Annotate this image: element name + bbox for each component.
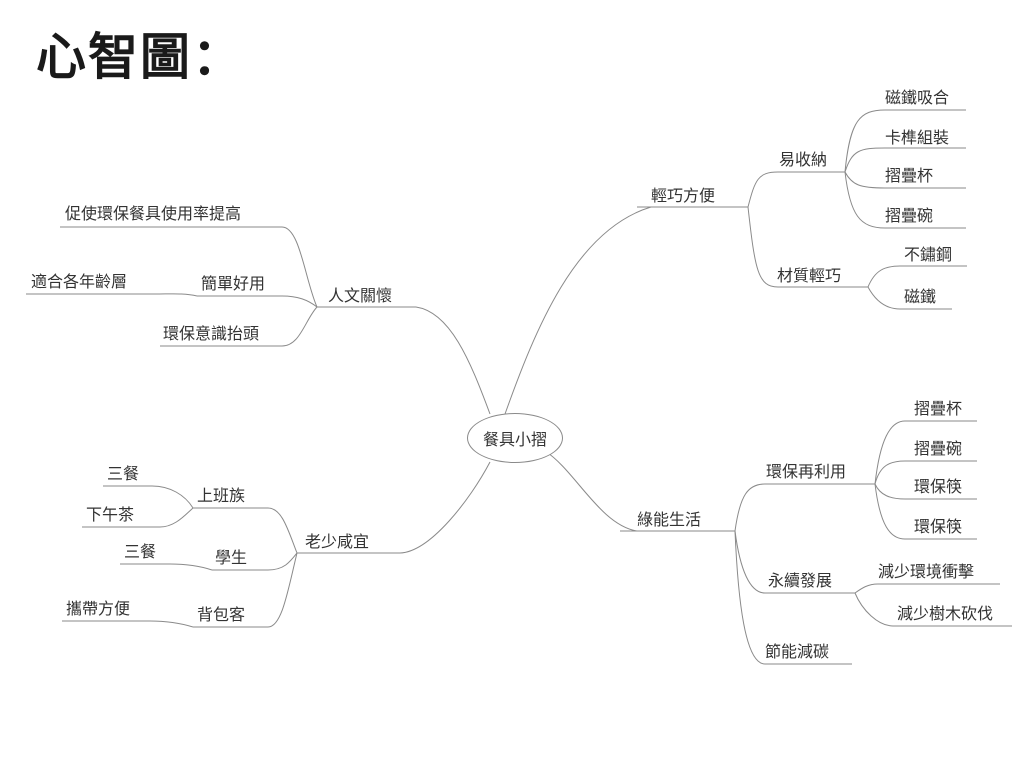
connector-line <box>844 171 966 189</box>
sub-label-awareness: 環保意識抬頭 <box>163 324 260 343</box>
leaf-label: 三餐 <box>124 542 157 561</box>
leaf-label: 摺疊杯 <box>885 166 934 185</box>
connector-line <box>867 265 967 288</box>
connector-line <box>734 483 766 532</box>
leaf-label: 卡榫組裝 <box>885 128 950 147</box>
connector-line <box>160 306 318 347</box>
leaf-label: 摺疊碗 <box>914 439 963 458</box>
connector-line <box>844 171 966 229</box>
connector-line <box>747 206 779 288</box>
connector-line <box>62 620 194 628</box>
connector-line <box>193 552 298 628</box>
sub-label-backpacker: 背包客 <box>197 605 246 624</box>
page-title: 心智圖： <box>36 28 244 86</box>
leaf-label: 減少環境衝擊 <box>878 562 975 581</box>
sub-label-easy-storage: 易收納 <box>779 150 828 169</box>
leaf-label: 適合各年齡層 <box>31 272 128 291</box>
leaf-label: 磁鐵 <box>904 287 937 306</box>
connector-line <box>854 583 1000 594</box>
branch-label-light-convenient: 輕巧方便 <box>651 186 716 205</box>
connector-line <box>82 507 194 528</box>
connector-line <box>120 563 213 571</box>
sub-label-easy-use: 簡單好用 <box>201 274 266 293</box>
branch-label-humanities: 人文關懷 <box>328 286 393 305</box>
connector-line <box>867 286 952 310</box>
connector-line <box>874 420 977 485</box>
connector-line <box>874 460 977 485</box>
connector-line <box>544 450 638 532</box>
branch-label-green-living: 綠能生活 <box>637 510 702 529</box>
connector-line <box>844 109 966 173</box>
leaf-label: 摺疊杯 <box>914 399 963 418</box>
connector-line <box>415 306 491 415</box>
connector-line <box>747 171 779 208</box>
sub-label-office-worker: 上班族 <box>197 486 246 505</box>
leaf-label: 下午茶 <box>86 505 135 524</box>
branch-label-all-ages: 老少咸宜 <box>305 532 370 551</box>
leaf-label: 環保筷 <box>914 477 963 496</box>
connector-line <box>854 592 1012 627</box>
leaf-label: 不鏽鋼 <box>904 245 953 264</box>
connector-line <box>60 226 318 308</box>
sub-label-usage-rate: 促使環保餐具使用率提高 <box>65 204 242 223</box>
connector-line <box>734 530 766 665</box>
connector-line <box>504 206 652 415</box>
connector-line <box>193 507 298 554</box>
connector-line <box>197 295 318 308</box>
leaf-label: 摺疊碗 <box>885 206 934 225</box>
connector-line <box>734 530 766 594</box>
connector-line <box>844 147 966 173</box>
sub-label-light-material: 材質輕巧 <box>777 266 842 285</box>
mindmap-center-node: 餐具小摺 <box>467 413 563 463</box>
sub-label-student: 學生 <box>215 548 248 567</box>
connector-line <box>26 293 198 297</box>
leaf-label: 減少樹木砍伐 <box>897 604 994 623</box>
connector-line <box>399 461 491 554</box>
connector-line <box>874 483 977 500</box>
leaf-label: 攜帶方便 <box>66 599 131 618</box>
connector-line <box>212 552 298 571</box>
leaf-label: 磁鐵吸合 <box>885 88 950 107</box>
sub-label-reuse: 環保再利用 <box>766 462 847 481</box>
sub-label-sustainability: 永續發展 <box>768 571 833 590</box>
connector-line <box>874 483 977 540</box>
leaf-label: 三餐 <box>107 464 140 483</box>
leaf-label: 環保筷 <box>914 517 963 536</box>
connector-line <box>103 485 194 509</box>
sub-label-carbon: 節能減碳 <box>765 642 830 661</box>
